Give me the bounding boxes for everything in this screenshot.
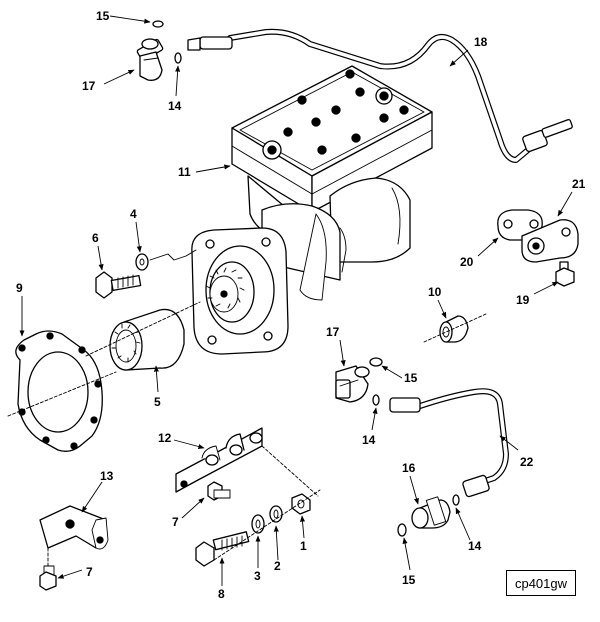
compressor-assembly-11 [191, 65, 433, 355]
elbow-fitting-17-lower [335, 365, 370, 403]
callout-15-lower: 15 [404, 371, 418, 385]
nut-1 [291, 493, 311, 515]
o-ring-15-top [152, 20, 164, 28]
callout-13: 13 [100, 469, 114, 483]
callout-4: 4 [130, 207, 137, 221]
callout-12: 12 [158, 431, 172, 445]
callout-3: 3 [254, 569, 261, 583]
elbow-fitting-17-top [136, 38, 164, 81]
capscrew-8 [195, 531, 250, 567]
callout-14-bottom: 14 [468, 539, 482, 553]
o-ring-15-bottom [397, 523, 407, 537]
fitting-16 [411, 496, 451, 529]
callout-15: 15 [96, 9, 110, 23]
inlet-line-22 [389, 388, 509, 498]
callout-14-lower: 14 [362, 433, 376, 447]
callout-11: 11 [178, 165, 191, 179]
o-ring-15-lower [369, 357, 383, 367]
callout-2: 2 [274, 559, 281, 573]
callout-8: 8 [218, 587, 225, 601]
drive-coupling-5 [85, 301, 201, 371]
callout-labels: 15 17 14 18 11 4 6 21 20 19 9 10 5 17 15… [16, 9, 586, 601]
capscrew-6 [95, 271, 142, 299]
callout-22: 22 [520, 455, 534, 469]
callout-1: 1 [300, 539, 307, 553]
bracket-13 [39, 505, 109, 550]
callout-20: 20 [460, 255, 474, 269]
figure-reference-code: cp401gw [506, 570, 576, 596]
capscrew-7-upper [207, 481, 231, 501]
callout-16: 16 [402, 461, 416, 475]
callout-18: 18 [474, 35, 488, 49]
callout-6: 6 [92, 231, 99, 245]
support-bracket-12 [175, 427, 319, 497]
discharge-line-18 [187, 28, 573, 163]
capscrew-7-lower [39, 547, 57, 591]
mounting-gasket-9 [7, 330, 117, 452]
callout-9: 9 [16, 281, 23, 295]
callout-10: 10 [428, 285, 442, 299]
adapter-21 [521, 219, 579, 263]
o-ring-14-top [174, 52, 182, 64]
capscrew-19 [555, 261, 575, 287]
callout-21: 21 [572, 177, 586, 191]
callout-7-lower: 7 [86, 565, 93, 579]
callout-19: 19 [516, 293, 530, 307]
callout-leaders [19, 15, 573, 586]
callout-15-bottom: 15 [402, 573, 416, 587]
callout-17-lower: 17 [326, 325, 340, 339]
callout-5: 5 [154, 395, 161, 409]
callout-7-upper: 7 [172, 515, 179, 529]
bushing-10 [423, 313, 487, 343]
o-ring-14-bottom [452, 494, 460, 506]
callout-14: 14 [168, 99, 182, 113]
callout-17: 17 [82, 79, 96, 93]
o-ring-14-lower [372, 394, 380, 406]
